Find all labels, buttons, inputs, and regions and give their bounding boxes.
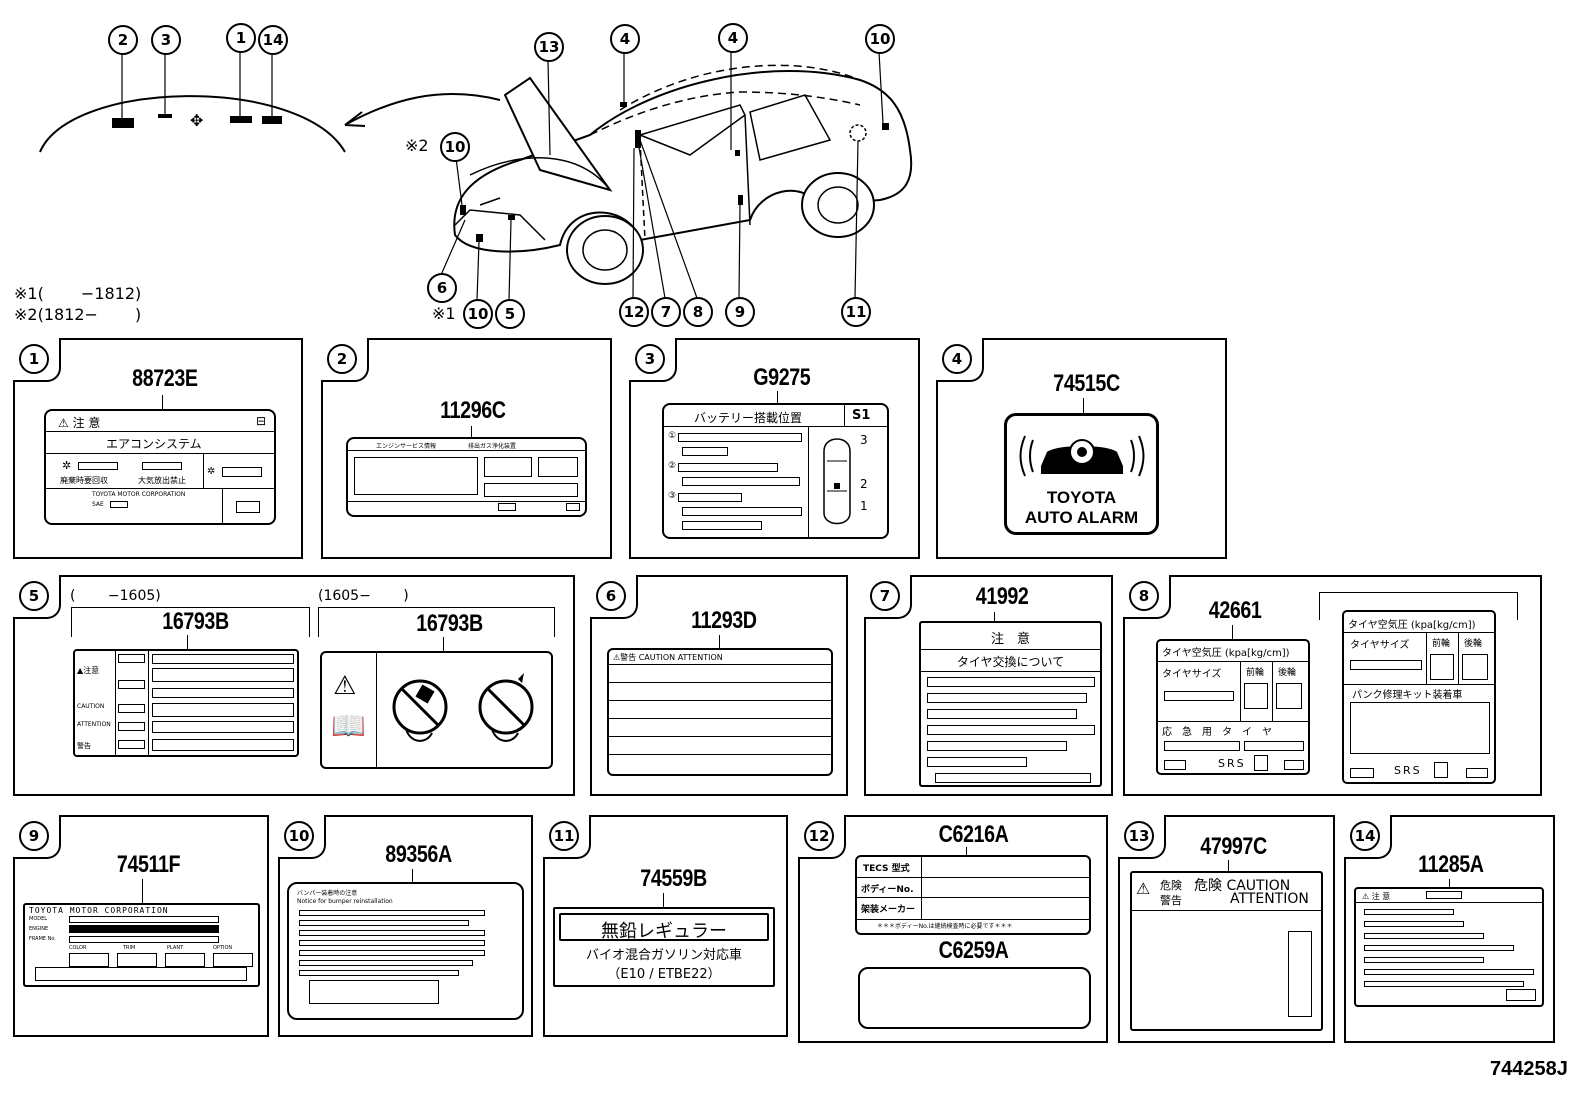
part-number: 11285A (1418, 851, 1484, 878)
callout-1: 1 (226, 23, 256, 53)
callout-3: 3 (151, 25, 181, 55)
label-42661-a: タイヤ空気圧 (kpa[kg/cm]) タイヤサイズ 前輪 後輪 応 急 用 タ… (1156, 639, 1310, 775)
diagram-id: 744258J (1490, 1058, 1568, 1080)
label-G9275: バッテリー搭載位置 S1 ① ② ③ 3 2 1 (662, 403, 889, 539)
panel-5: 5 ( −1605) (1605− ) 16793B 16793B ▲注意 CA… (13, 575, 575, 796)
label-47997C: ⚠ 危険 警告 危険 CAUTION ATTENTION (1130, 871, 1323, 1031)
callout-12: 12 (619, 297, 649, 327)
alarm-car-icon (1019, 435, 1145, 477)
part-number: 47997C (1200, 833, 1267, 860)
callout-5: 5 (495, 299, 525, 329)
label-11293D: ⚠警告 CAUTION ATTENTION (607, 648, 833, 776)
panel-num: 1 (19, 344, 49, 374)
car-topview-icon (823, 438, 851, 525)
panel-13: 13 47997C ⚠ 危険 警告 危険 CAUTION ATTENTION (1118, 815, 1335, 1043)
svg-text:✥: ✥ (190, 111, 203, 130)
callout-10-note1: 10 (463, 299, 493, 329)
callout-8: 8 (683, 297, 713, 327)
panel-num: 12 (804, 821, 834, 851)
label-11285A: ⚠ 注 意 (1354, 887, 1544, 1007)
no-airbag-icon (478, 673, 534, 742)
label-42661-b: タイヤ空気圧 (kpa[kg/cm]) タイヤサイズ 前輪 後輪 パンク修理キッ… (1342, 610, 1496, 784)
callout-4b: 4 (718, 23, 748, 53)
no-child-seat-icon (392, 679, 448, 742)
label-89356A: バンパー装着時の注意 Notice for bumper reinstallat… (287, 882, 524, 1020)
label-16793B-b: ⚠ 📖 (320, 651, 553, 769)
part-number: 42661 (1208, 597, 1262, 624)
callout-13: 13 (534, 32, 564, 62)
car-illustration: ✥ (39, 50, 913, 301)
panel-8: 8 42661 タイヤ空気圧 (kpa[kg/cm]) タイヤサイズ 前輪 後輪… (1123, 575, 1542, 796)
panel-num: 14 (1350, 821, 1380, 851)
label-74515C: TOYOTA AUTO ALARM (1004, 413, 1159, 535)
panel-3: 3 G9275 バッテリー搭載位置 S1 ① ② ③ 3 2 1 (629, 338, 920, 559)
panel-num: 5 (19, 581, 49, 611)
panel-num: 10 (284, 821, 314, 851)
part-number: 74559B (640, 865, 707, 892)
callout-4a: 4 (610, 24, 640, 54)
range-a: ( −1605) (70, 588, 161, 604)
label-41992: 注 意 タイヤ交換について (919, 621, 1102, 787)
panel-num: 3 (635, 344, 665, 374)
note-1: ※1( −1812) (14, 284, 142, 303)
part-number: 41992 (975, 583, 1029, 610)
panel-num: 6 (596, 581, 626, 611)
panel-9: 9 74511F TOYOTA MOTOR CORPORATION MODEL … (13, 815, 269, 1037)
panel-12: 12 C6216A TECS 型式 ボディーNo. 架装メーカー ＊＊＊ボディー… (798, 815, 1108, 1043)
part-number: 74511F (116, 851, 181, 878)
panel-num: 13 (1124, 821, 1154, 851)
label-74511F: TOYOTA MOTOR CORPORATION MODEL ENGINE FR… (23, 903, 260, 987)
part-number-b: 16793B (416, 610, 483, 637)
part-number: G9275 (753, 364, 811, 391)
callout-2: 2 (108, 25, 138, 55)
callout-10-note2: 10 (440, 132, 470, 162)
panel-num: 2 (327, 344, 357, 374)
part-number: 74515C (1053, 370, 1120, 397)
note-2: ※2(1812− ) (14, 305, 142, 324)
callout-11: 11 (841, 297, 871, 327)
label-16793B-a: ▲注意 CAUTION ATTENTION 警告 (73, 649, 299, 757)
callout-14: 14 (258, 25, 288, 55)
warning-icon: ⚠ (1136, 879, 1151, 898)
panel-num: 7 (870, 581, 900, 611)
part-number-a: C6216A (938, 821, 1009, 848)
callout-7: 7 (651, 297, 681, 327)
panel-2: 2 11296C エンジンサービス情報 排出ガス浄化装置 (321, 338, 612, 559)
range-b: (1605− ) (318, 588, 409, 604)
part-number: 11296C (440, 397, 506, 424)
note1-mark: ※1 (432, 304, 456, 323)
panel-7: 7 41992 注 意 タイヤ交換について (864, 575, 1113, 796)
panel-num: 11 (549, 821, 579, 851)
manual-icon: 📖 (331, 709, 366, 742)
label-88723E: ⚠ 注 意 ⊟ エアコンシステム ✲ 廃棄時要回収 大気放出禁止 ✲ TOYOT… (44, 409, 276, 525)
part-number-a: 16793B (162, 608, 229, 635)
label-11296C: エンジンサービス情報 排出ガス浄化装置 (346, 437, 587, 517)
callout-6: 6 (427, 273, 457, 303)
part-number: 11293D (691, 607, 757, 634)
callout-9: 9 (725, 297, 755, 327)
panel-10: 10 89356A バンパー装着時の注意 Notice for bumper r… (278, 815, 533, 1037)
part-number: 88723E (132, 365, 198, 392)
panel-11: 11 74559B 無鉛レギュラー バイオ混合ガソリン対応車 （E10 / ET… (543, 815, 788, 1037)
panel-num: 9 (19, 821, 49, 851)
panel-4: 4 74515C TOYOTA AUTO ALARM (936, 338, 1227, 559)
panel-1: 1 88723E ⚠ 注 意 ⊟ エアコンシステム ✲ 廃棄時要回収 大気放出禁… (13, 338, 303, 559)
panel-14: 14 11285A ⚠ 注 意 (1344, 815, 1555, 1043)
panel-num: 4 (942, 344, 972, 374)
label-C6259A (858, 967, 1091, 1029)
label-74559B: 無鉛レギュラー バイオ混合ガソリン対応車 （E10 / ETBE22） (553, 907, 775, 987)
label-C6216A: TECS 型式 ボディーNo. 架装メーカー ＊＊＊ボディーNo.は継続検査時に… (855, 855, 1091, 935)
note2-mark: ※2 (405, 136, 429, 155)
warning-icon: ⚠ (333, 671, 357, 701)
panel-num: 8 (1129, 581, 1159, 611)
callout-10-rear: 10 (865, 24, 895, 54)
panel-6: 6 11293D ⚠警告 CAUTION ATTENTION (590, 575, 848, 796)
part-number: 89356A (385, 841, 452, 868)
part-number-b: C6259A (938, 937, 1009, 964)
